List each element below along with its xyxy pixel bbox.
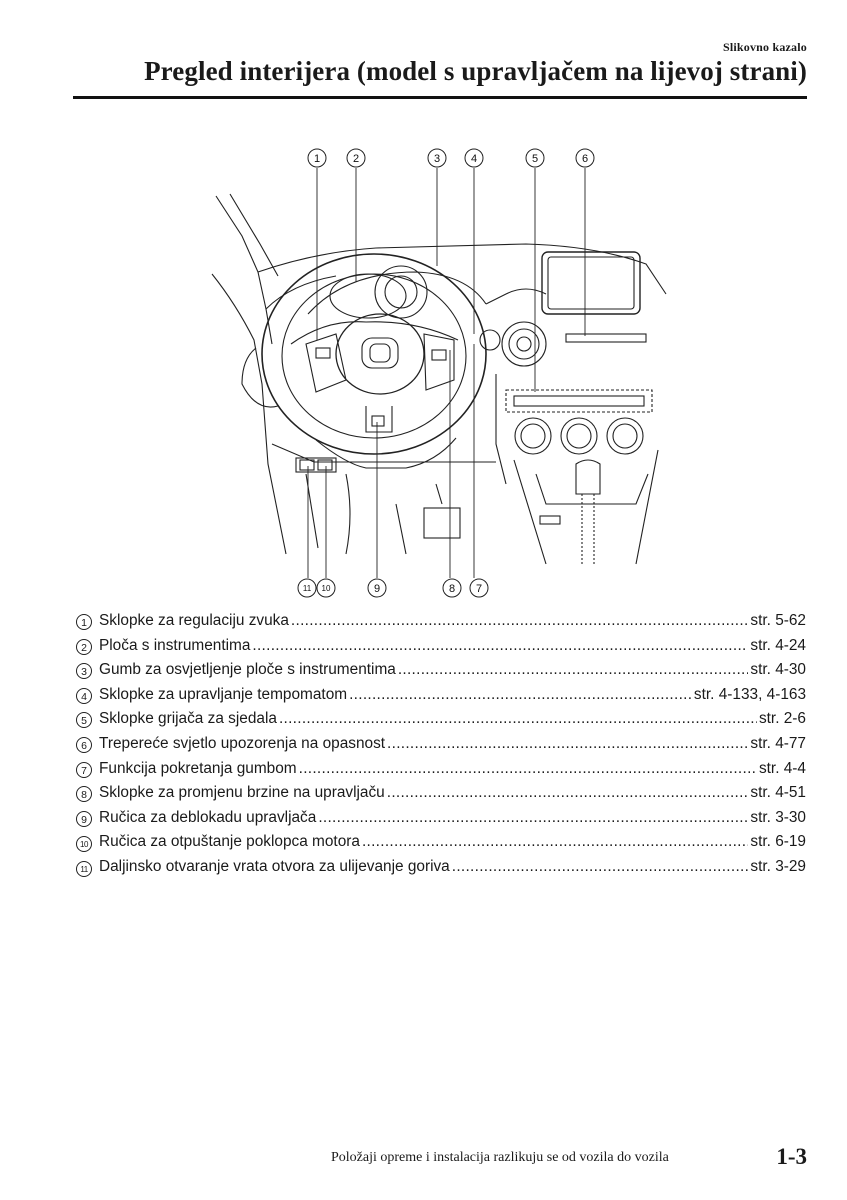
callout-6: 6: [575, 148, 595, 168]
callout-11: 11: [297, 578, 317, 598]
leader-dots: [291, 609, 748, 634]
page-reference: str. 4-133, 4-163: [693, 685, 806, 703]
callout-10: 10: [316, 578, 336, 598]
svg-text:6: 6: [582, 153, 588, 165]
page-reference: str. 4-51: [750, 784, 806, 802]
legend-label: Sklopke za promjenu brzine na upravljaču: [99, 784, 385, 802]
legend-number: 1: [76, 614, 92, 630]
title-divider: [73, 96, 807, 99]
svg-text:4: 4: [471, 153, 477, 165]
legend-number: 8: [76, 786, 92, 803]
svg-text:5: 5: [532, 153, 538, 165]
callout-1: 1: [307, 148, 327, 168]
section-label: Slikovno kazalo: [722, 40, 807, 54]
page-reference: str. 5-62: [750, 612, 806, 629]
legend-label: Sklopke za regulaciju zvuka: [99, 612, 289, 629]
callout-7: 7: [469, 578, 489, 598]
page-reference: str. 3-29: [750, 857, 806, 875]
legend-number: 3: [76, 663, 92, 680]
page-reference: str. 4-4: [758, 759, 806, 777]
legend-number: 10: [76, 836, 92, 853]
legend-label: Gumb za osvjetljenje ploče s instrumenti…: [99, 661, 396, 679]
page-title: Pregled interijera (model s upravljačem …: [144, 56, 807, 86]
legend-label: Funkcija pokretanja gumbom: [99, 759, 297, 777]
svg-text:11: 11: [303, 584, 312, 593]
legend-number: 9: [76, 810, 92, 827]
leader-dots: [299, 757, 757, 782]
legend-item: 6 Trepereće svjetlo upozorenja na opasno…: [76, 732, 806, 757]
legend-number: 2: [76, 638, 92, 655]
legend-item: 2 Ploča s instrumentima str. 4-24: [76, 634, 806, 659]
legend-item: 8 Sklopke za promjenu brzine na upravlja…: [76, 781, 806, 806]
callout-8: 8: [442, 578, 462, 598]
legend-label: Trepereće svjetlo upozorenja na opasnost: [99, 734, 386, 752]
legend-label: Sklopke grijača za sjedala: [99, 710, 277, 728]
page-reference: str. 4-24: [750, 636, 806, 654]
legend-number: 11: [76, 860, 92, 877]
legend-label: Ručica za otpuštanje poklopca motora: [99, 833, 360, 851]
page-reference: str. 4-77: [750, 734, 806, 752]
callout-5: 5: [525, 148, 545, 168]
leader-dots: [387, 732, 748, 757]
leader-dots: [252, 634, 748, 659]
leader-dots: [362, 830, 748, 855]
leader-dots: [349, 683, 692, 708]
page-reference: str. 6-19: [750, 833, 806, 851]
svg-text:2: 2: [353, 153, 359, 165]
legend-label: Sklopke za upravljanje tempomatom: [99, 685, 348, 703]
callout-9: 9: [367, 578, 387, 598]
legend-list: 1 Sklopke za regulaciju zvuka str. 5-62 …: [76, 609, 806, 880]
leader-dots: [279, 707, 757, 732]
svg-text:9: 9: [374, 583, 380, 595]
leader-dots: [318, 806, 748, 831]
svg-text:8: 8: [449, 583, 455, 595]
leader-dots: [452, 855, 749, 880]
legend-item: 10 Ručica za otpuštanje poklopca motora …: [76, 830, 806, 855]
legend-item: 7 Funkcija pokretanja gumbom str. 4-4: [76, 757, 806, 782]
legend-item: 11 Daljinsko otvaranje vrata otvora za u…: [76, 855, 806, 880]
leader-dots: [398, 658, 749, 683]
leader-dots: [387, 781, 749, 806]
svg-text:7: 7: [476, 583, 482, 595]
legend-item: 5 Sklopke grijača za sjedala str. 2-6: [76, 707, 806, 732]
callout-2: 2: [346, 148, 366, 168]
page-number: 1-3: [776, 1144, 807, 1169]
legend-item: 9 Ručica za deblokadu upravljača str. 3-…: [76, 806, 806, 831]
legend-number: 5: [76, 712, 92, 729]
interior-illustration: 1 2 3 4 5 6 7 8 9 10 11: [211, 148, 667, 598]
legend-item: 1 Sklopke za regulaciju zvuka str. 5-62: [76, 609, 806, 634]
svg-text:3: 3: [434, 153, 440, 165]
legend-number: 6: [76, 736, 92, 753]
legend-label: Ploča s instrumentima: [99, 636, 251, 654]
page-reference: str. 3-30: [750, 808, 806, 826]
callout-3: 3: [427, 148, 447, 168]
legend-label: Ručica za deblokadu upravljača: [99, 808, 317, 826]
legend-number: 7: [76, 761, 92, 778]
page-reference: str. 4-30: [750, 661, 806, 679]
legend-number: 4: [76, 687, 92, 704]
legend-item: 3 Gumb za osvjetljenje ploče s instrumen…: [76, 658, 806, 683]
svg-text:10: 10: [322, 584, 331, 593]
footer-note: Položaji opreme i instalacija razlikuju …: [331, 1150, 669, 1165]
callout-4: 4: [464, 148, 484, 168]
svg-text:1: 1: [314, 153, 320, 165]
legend-item: 4 Sklopke za upravljanje tempomatom str.…: [76, 683, 806, 708]
legend-label: Daljinsko otvaranje vrata otvora za ulij…: [99, 857, 450, 875]
page-reference: str. 2-6: [758, 710, 806, 728]
